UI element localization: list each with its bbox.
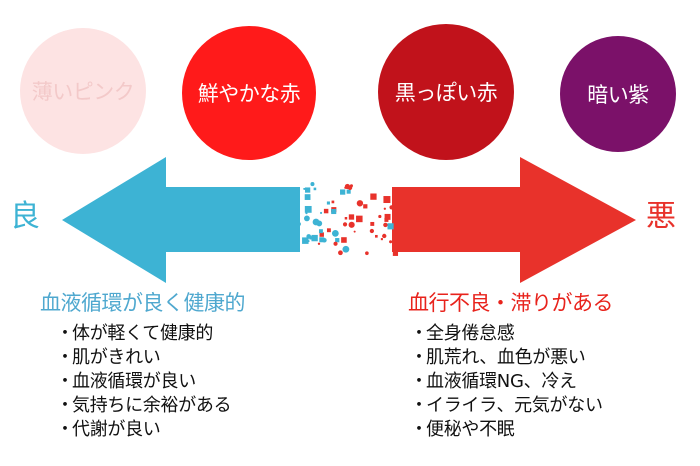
particle	[305, 187, 311, 193]
particle	[319, 232, 324, 237]
particle	[387, 223, 394, 230]
particle	[318, 229, 323, 234]
bullet: ・	[56, 395, 74, 416]
particle	[348, 221, 355, 228]
particle	[353, 230, 356, 233]
particle	[389, 205, 394, 210]
color-circle-dark-red: 黒っぽい赤	[378, 24, 514, 160]
particle	[319, 211, 323, 215]
bullet: ・	[410, 347, 428, 368]
particle	[342, 245, 350, 253]
particle	[348, 214, 355, 220]
particle	[363, 204, 368, 209]
particle	[378, 214, 382, 219]
particle	[375, 234, 378, 238]
particle	[383, 196, 391, 204]
particle	[370, 221, 375, 226]
list-item: ・肌荒れ、血色が悪い	[410, 347, 586, 368]
particle	[338, 250, 343, 256]
particle	[344, 217, 348, 220]
color-circle-bright-red: 鮮やかな赤	[182, 26, 316, 160]
dissolve-particles	[295, 182, 400, 256]
particle	[312, 218, 320, 226]
particle	[311, 234, 318, 242]
particle	[313, 187, 317, 191]
list-item: ・イライラ、元気がない	[410, 395, 603, 416]
particle	[310, 182, 315, 187]
list-item: ・気持ちに余裕がある	[56, 395, 232, 416]
color-circle-dark-purple: 暗い紫	[560, 36, 676, 152]
particle	[347, 185, 353, 190]
particle	[340, 189, 346, 195]
particle	[333, 241, 338, 246]
particle	[383, 207, 386, 210]
particle	[317, 242, 321, 246]
particle	[304, 194, 311, 200]
bullet: ・	[410, 371, 428, 392]
bullet: ・	[56, 323, 74, 344]
particle	[326, 201, 330, 205]
particle	[389, 240, 393, 244]
bullet: ・	[410, 395, 428, 416]
particle	[331, 200, 335, 204]
particle	[335, 238, 340, 243]
good-list: ・体が軽くて健康的 ・肌がきれい ・血液循環が良い ・気持ちに余裕がある ・代謝…	[56, 322, 232, 442]
particle	[365, 251, 369, 256]
particle	[382, 233, 387, 239]
particle	[341, 237, 347, 243]
particle	[395, 231, 398, 235]
list-item: ・血液循環NG、冷え	[410, 371, 577, 392]
red-arrow	[392, 157, 636, 283]
particle	[295, 208, 298, 212]
list-item: ・肌がきれい	[56, 347, 161, 368]
particle	[319, 237, 325, 243]
particle	[309, 236, 313, 240]
particle	[380, 238, 383, 241]
bad-heading: 血行不良・滞りがある	[408, 291, 614, 315]
good-heading: 血液循環が良く健康的	[40, 291, 246, 315]
circle-label: 薄いピンク	[31, 80, 135, 104]
list-item: ・全身倦怠感	[410, 323, 515, 344]
circle-label: 暗い紫	[587, 83, 649, 107]
particle	[356, 200, 364, 207]
particle	[346, 189, 351, 194]
blue-arrow	[62, 157, 300, 283]
circle-label: 鮮やかな赤	[197, 82, 301, 106]
particle	[323, 208, 329, 214]
particle	[392, 250, 399, 256]
bad-list: ・全身倦怠感 ・肌荒れ、血色が悪い ・血液循環NG、冷え ・イライラ、元気がない…	[410, 322, 603, 442]
bullet: ・	[56, 347, 74, 368]
bullet: ・	[56, 371, 74, 392]
particle	[304, 215, 310, 222]
list-item: ・血液循環が良い	[56, 371, 196, 392]
particle	[302, 237, 309, 244]
particle	[342, 222, 348, 227]
particle	[356, 215, 363, 223]
list-item: ・代謝が良い	[56, 419, 161, 440]
circle-label: 黒っぽい赤	[394, 81, 498, 105]
bullet: ・	[410, 323, 428, 344]
particle	[383, 222, 388, 228]
particle	[304, 205, 312, 213]
particle	[303, 187, 306, 190]
particle	[298, 222, 301, 226]
particle	[331, 229, 339, 237]
list-item: ・体が軽くて健康的	[56, 323, 214, 344]
particle	[369, 228, 375, 234]
bullet: ・	[56, 419, 74, 440]
particle	[384, 217, 389, 222]
list-item: ・便秘や不眠	[410, 419, 515, 440]
color-circle-pale-pink: 薄いピンク	[20, 28, 146, 154]
bad-label: 悪	[646, 199, 676, 234]
good-label: 良	[10, 199, 40, 234]
bullet: ・	[410, 419, 428, 440]
particle	[331, 208, 337, 215]
particle	[395, 216, 400, 222]
particle	[370, 193, 377, 200]
particle	[387, 215, 390, 218]
particle	[326, 228, 331, 233]
